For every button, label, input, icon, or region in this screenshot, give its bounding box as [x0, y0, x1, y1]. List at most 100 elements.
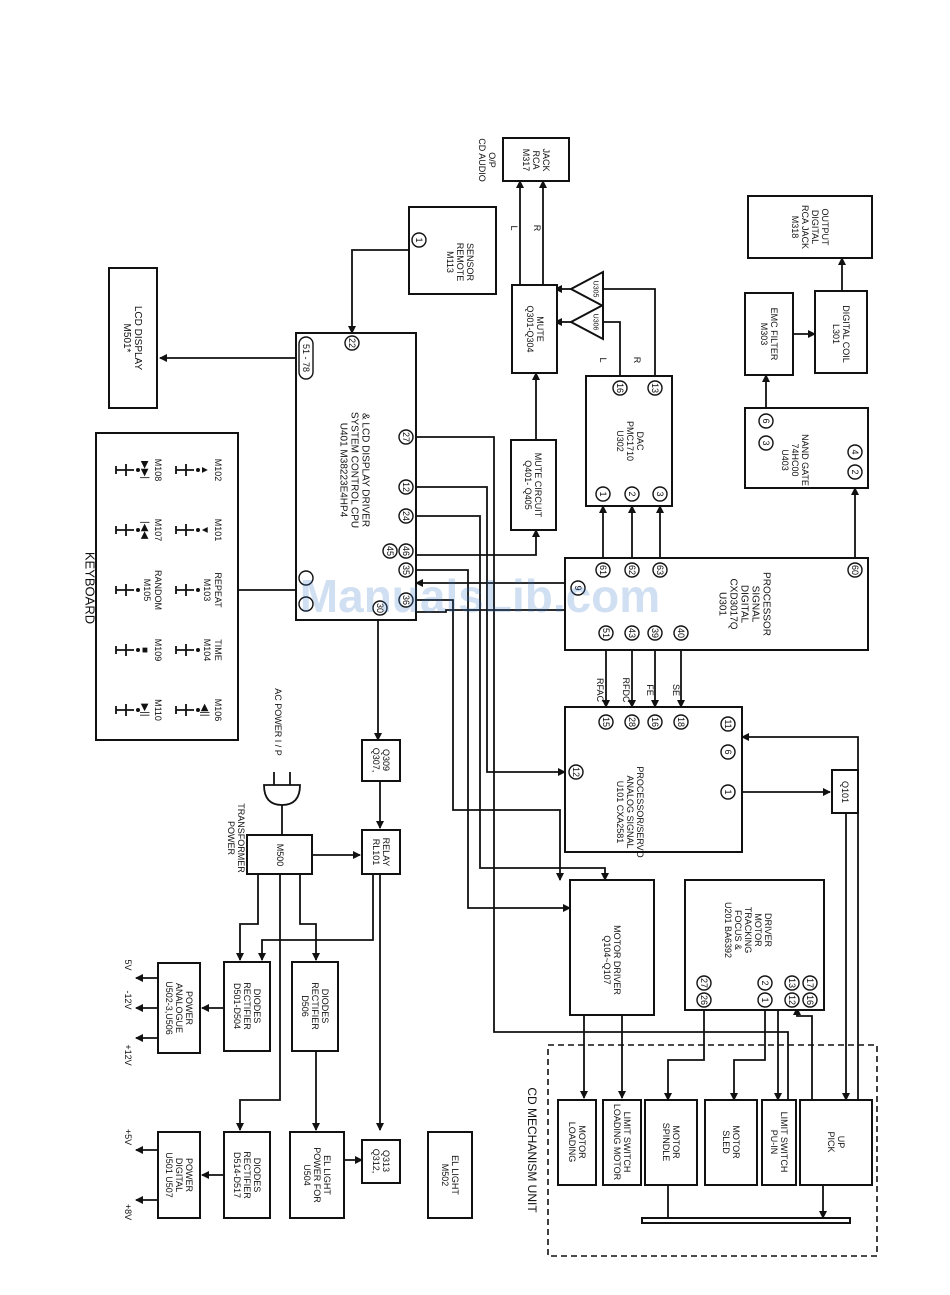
q312-label-line: Q312,	[371, 1149, 381, 1174]
loading-motor-box	[557, 1099, 597, 1186]
digital-power-label-line: U501 U507	[164, 1152, 174, 1198]
svg-text:12: 12	[401, 482, 411, 492]
focus-label-line: FOCUS &	[733, 910, 743, 950]
voltage-label-line: +12V	[123, 1044, 133, 1065]
mute-label-line: MUTE	[535, 316, 545, 342]
svg-text:4: 4	[850, 449, 860, 454]
svg-text:30: 30	[375, 603, 385, 613]
coil-label-line: L301	[831, 324, 841, 344]
key-label: M107	[153, 519, 163, 542]
key-label: TIME	[213, 639, 223, 661]
ac-power-label: AC POWER I / P	[273, 688, 283, 756]
keyboard-key: ▶▶|M108	[115, 459, 163, 482]
amp-label: U305	[592, 281, 599, 298]
dsp-pin: 51	[598, 625, 614, 641]
digital-out-label-line: M318	[790, 216, 800, 239]
loading-switch-label-line: LIMIT SWITCH	[622, 1112, 632, 1173]
remote-label-line: SENSOR	[465, 243, 475, 282]
key-label: M108	[153, 459, 163, 482]
dac-pin: 2	[624, 486, 640, 502]
rect1-label-line: RECTIFIER	[242, 982, 252, 1030]
amp-u305-icon	[568, 270, 604, 308]
svg-text:28: 28	[627, 717, 637, 727]
el-power-label-line: EL LIGHT	[322, 1155, 332, 1195]
focus-pin: 27	[696, 975, 712, 991]
q101-label: Q101	[840, 781, 850, 803]
puin-box	[761, 1099, 797, 1186]
signal-label: R	[532, 225, 542, 232]
mechanism-frame	[547, 1044, 878, 1257]
keyboard-key: |◀◀M107	[115, 519, 163, 542]
svg-text:1: 1	[723, 789, 733, 794]
svg-text:17: 17	[805, 978, 815, 988]
transformer-box	[246, 834, 313, 875]
analogue-label-line: U502-3,U506	[164, 981, 174, 1035]
voltage-label-line: +5V	[123, 1129, 133, 1145]
q312-label: Q312,Q313	[371, 1149, 391, 1174]
dsp-pin: 60	[847, 562, 863, 578]
key-symbol-icon: ▲	[199, 465, 210, 475]
signal-label: L	[509, 225, 519, 230]
cd-audio-label-line: O/P	[487, 152, 497, 168]
key-symbol-icon: ◀||	[199, 704, 210, 717]
voltage-label-line: +8V	[123, 1204, 133, 1220]
servo-label-line: U101 CXA2581	[615, 781, 625, 844]
digital-power-label-line: POWER	[184, 1158, 194, 1193]
svg-text:12: 12	[787, 995, 797, 1005]
dsp-pin: 40	[673, 625, 689, 641]
signal-label-line: RFAC	[595, 678, 605, 703]
remote-box	[408, 206, 497, 295]
svg-text:1: 1	[598, 491, 608, 496]
rect1-box	[223, 961, 271, 1052]
dsp-pin: 61	[595, 562, 611, 578]
dsp-box	[564, 557, 869, 651]
svg-text:1: 1	[414, 237, 424, 242]
nand-pin: 6	[758, 413, 774, 429]
spindle-label-line: MOTOR	[671, 1125, 681, 1159]
disc-tray	[641, 1217, 851, 1224]
transformer-label-line: TRANSFORMER	[236, 803, 246, 873]
svg-text:3: 3	[761, 440, 771, 445]
rca-label-line: RCA	[531, 150, 541, 169]
rect1-label-line: DIODES	[252, 989, 262, 1024]
dsp-pin: 9	[570, 580, 586, 596]
signal-label-line: RFDC	[621, 678, 631, 703]
focus-pin: 17	[802, 975, 818, 991]
connections	[135, 180, 859, 1219]
key-label: M104	[202, 639, 212, 662]
focus-pin: 12	[784, 992, 800, 1008]
rect2-box	[291, 961, 339, 1052]
keyboard-key: ◀||M106	[175, 699, 223, 721]
cpu-label-line: & LCD DISPLAY DRIVER	[360, 413, 371, 527]
lcd-label-line: LCD DISPLAY	[132, 306, 143, 371]
cpu-label-line: SYSTEM CONTROL CPU	[349, 412, 360, 528]
pin: 51 - 78	[298, 336, 314, 380]
coil-box	[814, 290, 868, 374]
dsp-pin: 62	[624, 562, 640, 578]
servo-pin: 28	[624, 714, 640, 730]
transformer-id: M500	[275, 844, 285, 867]
key-label: M103	[202, 579, 212, 602]
loading-motor-label-line: MOTOR	[577, 1125, 587, 1159]
svg-text:13: 13	[787, 978, 797, 988]
spindle-label-line: SPINDLE	[661, 1123, 671, 1162]
key-label: M105	[142, 579, 152, 602]
voltage-label: +8V	[123, 1204, 133, 1220]
nand-label-line: 74HC00	[790, 443, 800, 476]
rca-box	[502, 137, 570, 182]
cpu-pin: 22	[344, 335, 360, 351]
dac-pin: 16	[612, 380, 628, 396]
focus-label-line: MOTOR	[753, 913, 763, 947]
sled-box	[704, 1099, 758, 1186]
signal-label: SE	[671, 684, 681, 696]
signal-label: L	[598, 357, 608, 362]
